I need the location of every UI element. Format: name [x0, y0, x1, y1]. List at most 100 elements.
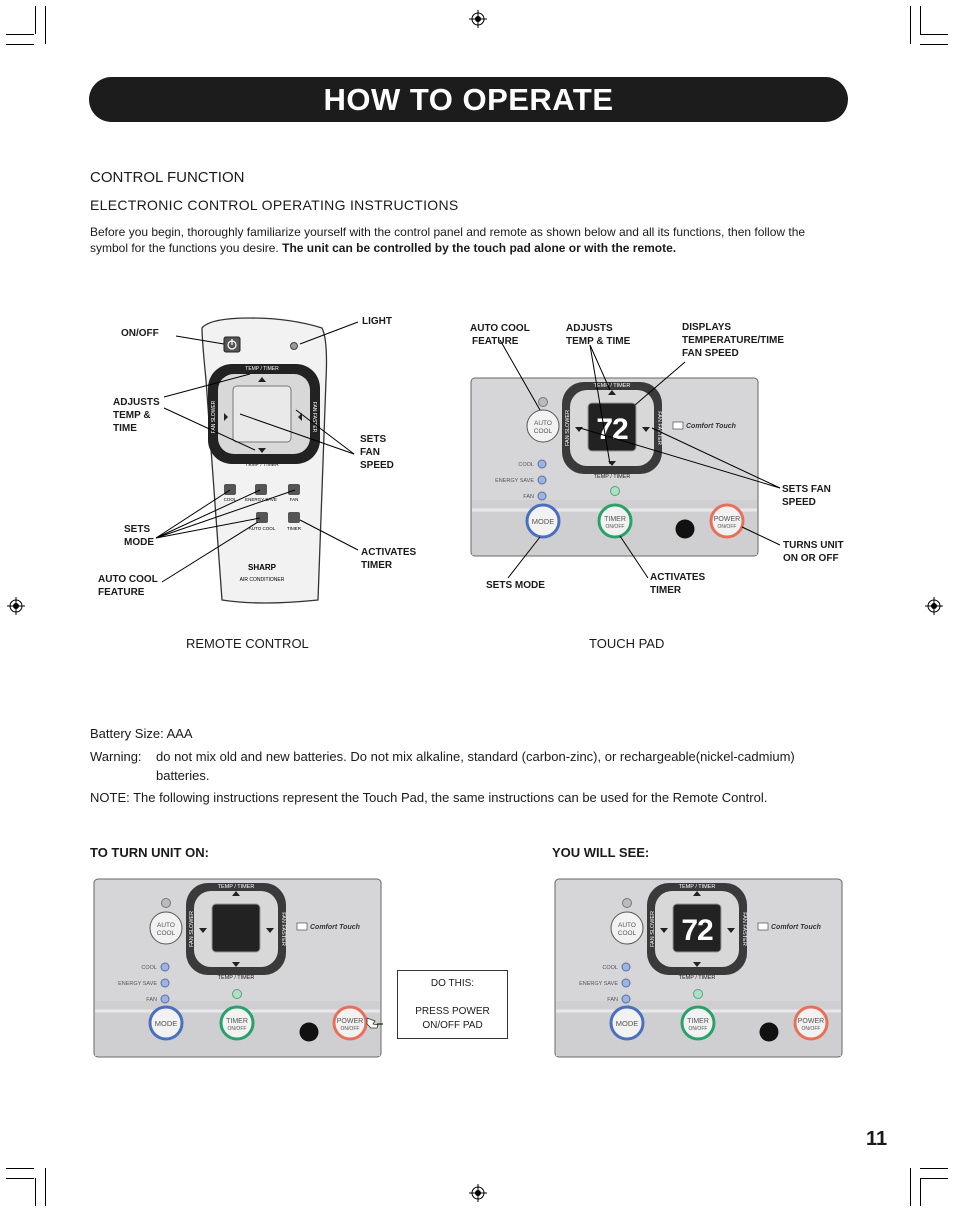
panel-before-power-sub: ON/OFF	[341, 1026, 360, 1032]
panel-before-fan-led	[160, 994, 170, 1004]
remote-temp-timer-bottom: TEMP / TIMER	[245, 462, 279, 468]
panel-before-timer-led	[232, 989, 242, 999]
touchpad-callout-displays-3: FAN SPEED	[682, 348, 739, 359]
remote-callout-autocool: AUTO COOL FEATURE	[98, 573, 158, 599]
panel-after-sensor	[759, 1022, 779, 1042]
touchpad-callout-turns-2: ON OR OFF	[783, 553, 839, 564]
panel-before-power-button	[332, 1005, 368, 1041]
panel-before-mode-button	[148, 1005, 184, 1041]
touchpad-sensor	[675, 519, 695, 539]
remote-callout-activates-1: ACTIVATES	[361, 547, 417, 558]
touchpad-auto-2: COOL	[534, 428, 553, 435]
panel-before-temp-bottom: TEMP / TIMER	[218, 975, 255, 981]
touchpad-timer-button	[597, 503, 633, 539]
touchpad-figure: 72 TEMP / TIMER TEMP / TIMER FAN SLOWER …	[470, 339, 781, 579]
remote-callout-on-off: ON/OFF	[121, 328, 159, 339]
panel-after-mode-button	[609, 1005, 645, 1041]
remote-callout-autocool-2: FEATURE	[98, 587, 145, 598]
panel-after-power-button	[793, 1005, 829, 1041]
panel-before-power: POWER	[337, 1018, 363, 1025]
page-number: 11	[866, 1128, 888, 1150]
battery-warning-line-2: batteries.	[156, 768, 210, 783]
remote-callout-adjusts-1: ADJUSTS	[113, 397, 160, 408]
panel-after-fan: FAN	[607, 997, 618, 1003]
touchpad-callout-displays-2: TEMPERATURE/TIME	[682, 335, 785, 346]
touchpad-mode-label: MODE	[532, 517, 555, 526]
panel-before-fan: FAN	[146, 997, 157, 1003]
section-subheading: ELECTRONIC CONTROL OPERATING INSTRUCTION…	[90, 197, 459, 213]
crop-mark	[920, 1178, 948, 1179]
touchpad-power-label: POWER	[714, 516, 740, 523]
touchpad-right-arrow-icon	[642, 427, 650, 432]
panel-before-auto-led	[161, 898, 171, 908]
section-heading: CONTROL FUNCTION	[90, 169, 245, 186]
panel-after-energy: ENERGY SAVE	[579, 981, 618, 987]
remote-callout-activates-2: TIMER	[361, 560, 393, 571]
remote-left-arrow-icon	[224, 413, 228, 421]
panel-before-brand: Comfort Touch	[310, 924, 360, 931]
touchpad-cool-led	[537, 459, 547, 469]
intro-paragraph: Before you begin, thoroughly familiarize…	[90, 224, 850, 256]
remote-figure: TEMP / TIMER TEMP / TIMER FAN SLOWER FAN…	[155, 317, 359, 604]
remote-light-icon	[290, 342, 298, 350]
panel-after-cool: COOL	[602, 965, 618, 971]
touchpad-power-sub: ON/OFF	[718, 524, 737, 530]
panel-before-fan-faster: FAN FASTER	[280, 912, 286, 946]
remote-model: AIR CONDITIONER	[240, 577, 285, 583]
touchpad-auto-cool-button	[526, 409, 560, 443]
intro-line-1: Before you begin, thoroughly familiarize…	[90, 225, 806, 239]
crop-mark	[45, 1168, 46, 1206]
press-power-line-2: ON/OFF PAD	[422, 1020, 483, 1031]
panel-after-mode: MODE	[616, 1019, 639, 1028]
touchpad-callout-turns: TURNS UNIT ON OR OFF	[783, 539, 844, 565]
remote-callout-sets-fan-1: SETS	[360, 434, 387, 445]
panel-after-brand: Comfort Touch	[771, 924, 821, 931]
remote-fan-button	[288, 484, 300, 495]
panel-before: TEMP / TIMER TEMP / TIMER FAN SLOWER FAN…	[93, 878, 383, 1058]
touchpad-callout-adjusts-1: ADJUSTS	[566, 323, 613, 334]
battery-warning-label: Warning:	[90, 749, 142, 764]
battery-note: NOTE: The following instructions represe…	[90, 790, 768, 805]
panel-after-fan-faster: FAN FASTER	[741, 912, 747, 946]
registration-mark-icon	[7, 597, 25, 615]
touchpad-callout-activates: ACTIVATES TIMER	[650, 571, 705, 597]
remote-cool-button	[224, 484, 236, 495]
panel-before-mode: MODE	[155, 1019, 178, 1028]
touchpad-callout-setsfan-2: SPEED	[782, 497, 816, 508]
crop-mark	[35, 1178, 36, 1206]
crop-mark	[6, 1168, 34, 1169]
touchpad-brand-icon	[672, 421, 684, 430]
panel-after-timer-button	[680, 1005, 716, 1041]
remote-auto-cool-button	[256, 512, 268, 523]
panel-after-display-value: 72	[681, 914, 713, 947]
remote-timer-label: TIMER	[287, 526, 302, 531]
panel-before-left-arrow-icon	[199, 928, 207, 933]
panel-before-cool-led	[160, 962, 170, 972]
panel-before-up-arrow-icon	[232, 891, 240, 896]
crop-mark	[6, 34, 34, 35]
touchpad-callout-setsfan-1: SETS FAN	[782, 484, 831, 495]
remote-down-arrow-icon	[258, 448, 266, 453]
do-this-box: DO THIS: PRESS POWER ON/OFF PAD	[397, 970, 508, 1039]
touchpad-callout-displays-1: DISPLAYS	[682, 322, 732, 333]
remote-callout-sets-mode-1: SETS	[124, 524, 151, 535]
registration-mark-icon	[469, 1184, 487, 1202]
remote-callout-light: LIGHT	[362, 316, 392, 327]
remote-callout-sets-fan-3: SPEED	[360, 460, 394, 471]
panel-after-up-arrow-icon	[693, 891, 701, 896]
crop-mark	[920, 44, 948, 45]
touchpad-callout-setsmode: SETS MODE	[486, 580, 545, 591]
crop-mark	[920, 1168, 948, 1169]
touchpad-fan-led	[537, 491, 547, 501]
panel-after-energy-led	[621, 978, 631, 988]
panel-after-timer-sub: ON/OFF	[689, 1026, 708, 1032]
touchpad-callout-adjusts: ADJUSTS TEMP & TIME	[566, 322, 630, 348]
panel-before-right-arrow-icon	[266, 928, 274, 933]
panel-before-energy-led	[160, 978, 170, 988]
touchpad-cool-label: COOL	[518, 462, 534, 468]
touchpad-callout-autocool-2: FEATURE	[472, 336, 519, 347]
touchpad-power-button	[709, 503, 745, 539]
touchpad-display-value: 72	[596, 413, 628, 446]
panel-after-fan-led	[621, 994, 631, 1004]
remote-fan-faster: FAN FASTER	[311, 402, 317, 433]
